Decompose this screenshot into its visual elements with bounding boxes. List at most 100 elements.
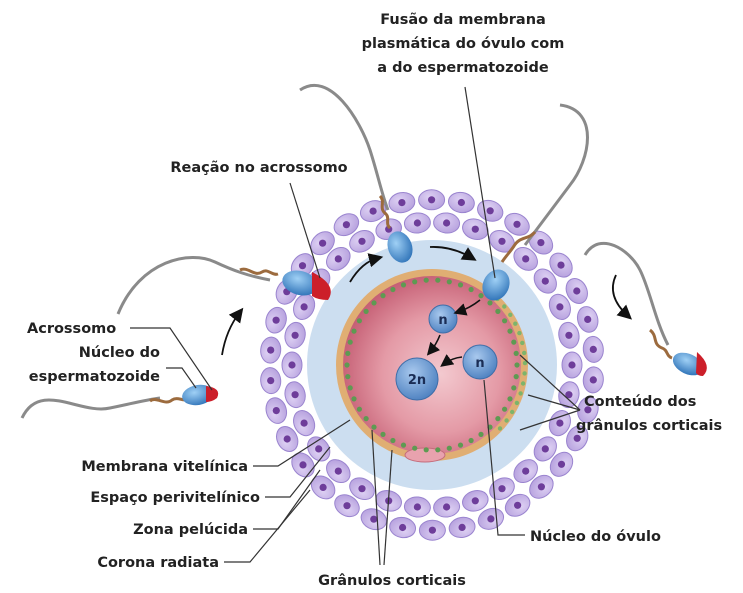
cortical-granule bbox=[495, 309, 500, 314]
cortical-granule bbox=[511, 340, 516, 345]
cortical-granule bbox=[514, 374, 519, 379]
label-fusion-line-3: a do espermatozoide bbox=[377, 60, 549, 76]
corona-cell bbox=[447, 190, 476, 214]
corona-cell bbox=[433, 496, 461, 519]
label-acrosome: Acrossomo bbox=[27, 321, 116, 337]
corona-cell bbox=[403, 496, 431, 519]
zygote-nucleus-label: 2n bbox=[408, 373, 426, 388]
label-fusion-line-2: plasmática do óvulo com bbox=[362, 36, 565, 52]
corona-cell bbox=[562, 352, 582, 378]
label-corona-radiata: Corona radiata bbox=[97, 555, 219, 571]
cortical-granule bbox=[380, 293, 385, 298]
released-granule-content bbox=[522, 371, 526, 375]
sperm-left bbox=[22, 382, 218, 418]
cortical-granule bbox=[424, 447, 429, 452]
cortical-granule bbox=[390, 438, 395, 443]
cortical-granule bbox=[458, 282, 463, 287]
corona-cell bbox=[582, 366, 604, 394]
cortical-granule bbox=[447, 279, 452, 284]
sperm-pronucleus: n bbox=[429, 305, 457, 333]
cortical-granule bbox=[424, 278, 429, 283]
released-granule-content bbox=[520, 341, 524, 345]
released-granule-content bbox=[515, 401, 519, 405]
corona-cell bbox=[403, 212, 431, 235]
cortical-granule bbox=[351, 396, 356, 401]
corona-cell bbox=[282, 352, 302, 378]
cortical-granule bbox=[495, 416, 500, 421]
cortical-granule bbox=[371, 300, 376, 305]
corona-cell bbox=[283, 321, 308, 351]
cortical-granule bbox=[478, 432, 483, 437]
cortical-granule bbox=[364, 416, 369, 421]
released-granule-content bbox=[513, 322, 517, 326]
cortical-granule bbox=[357, 318, 362, 323]
cortical-granule bbox=[401, 282, 406, 287]
cortical-granule bbox=[514, 362, 519, 367]
cortical-granule bbox=[364, 309, 369, 314]
released-granule-content bbox=[518, 391, 522, 395]
cortical-granule bbox=[458, 443, 463, 448]
cortical-granule bbox=[469, 438, 474, 443]
label-sperm-nucleus-line-2: espermatozoide bbox=[29, 369, 160, 385]
label-zona-pellucida: Zona pelúcida bbox=[133, 522, 248, 538]
cortical-granule bbox=[348, 340, 353, 345]
corona-cell bbox=[447, 515, 476, 539]
sperm-pronucleus-label: n bbox=[438, 313, 447, 328]
label-sperm-nucleus-line-1: Núcleo do bbox=[79, 345, 160, 361]
corona-cell bbox=[388, 515, 417, 539]
released-granule-content bbox=[517, 331, 521, 335]
label-fusion: Fusão da membrana plasmática do óvulo co… bbox=[362, 12, 565, 76]
cortical-granule bbox=[507, 396, 512, 401]
cortical-granule bbox=[502, 318, 507, 323]
cortical-granule bbox=[344, 362, 349, 367]
label-egg-nucleus: Núcleo do óvulo bbox=[530, 529, 661, 545]
cortical-granule bbox=[371, 425, 376, 430]
corona-cell bbox=[575, 304, 601, 335]
label-cortical-contents-line-2: grânulos corticais bbox=[576, 418, 722, 434]
corona-cell bbox=[283, 380, 308, 410]
corona-cell bbox=[260, 336, 282, 364]
label-fusion-line-1: Fusão da membrana bbox=[380, 12, 546, 28]
cortical-granule bbox=[351, 329, 356, 334]
corona-cell bbox=[263, 395, 289, 426]
corona-cell bbox=[260, 367, 282, 395]
released-granule-content bbox=[502, 304, 506, 308]
corona-cell bbox=[387, 190, 416, 214]
cortical-granule bbox=[357, 407, 362, 412]
released-granule-content bbox=[504, 418, 508, 422]
egg-pronucleus: n bbox=[463, 345, 497, 379]
cortical-granule bbox=[435, 278, 440, 283]
cortical-granule bbox=[380, 432, 385, 437]
corona-cell bbox=[419, 190, 445, 210]
cortical-granule bbox=[487, 300, 492, 305]
label-acrosome-reaction: Reação no acrossomo bbox=[170, 160, 347, 176]
corona-cell bbox=[433, 212, 461, 235]
cortical-granule bbox=[514, 351, 519, 356]
released-granule-content bbox=[498, 426, 502, 430]
cortical-granule bbox=[412, 446, 417, 451]
label-perivitelline-space: Espaço perivitelínico bbox=[90, 490, 260, 506]
cortical-granule bbox=[412, 279, 417, 284]
released-granule-content bbox=[522, 351, 526, 355]
egg-pronucleus-label: n bbox=[475, 356, 484, 371]
corona-cell bbox=[419, 520, 445, 540]
label-cortical-granules: Grânulos corticais bbox=[318, 573, 466, 589]
cortical-granule bbox=[507, 329, 512, 334]
released-granule-content bbox=[508, 313, 512, 317]
cortical-granule bbox=[345, 374, 350, 379]
released-granule-content bbox=[521, 381, 525, 385]
cortical-granule bbox=[502, 407, 507, 412]
cortical-granule bbox=[435, 447, 440, 452]
zygote-nucleus: 2n bbox=[396, 358, 438, 400]
corona-cell bbox=[582, 336, 604, 364]
cortical-granule bbox=[401, 443, 406, 448]
cortical-granule bbox=[390, 287, 395, 292]
released-granule-content bbox=[510, 410, 514, 414]
label-vitelline-membrane: Membrana vitelínica bbox=[81, 459, 248, 475]
corona-cell bbox=[556, 380, 581, 410]
corona-cell bbox=[263, 305, 289, 335]
label-cortical-contents-line-1: Conteúdo dos bbox=[584, 394, 696, 410]
cortical-granule bbox=[447, 446, 452, 451]
cortical-granule bbox=[345, 351, 350, 356]
